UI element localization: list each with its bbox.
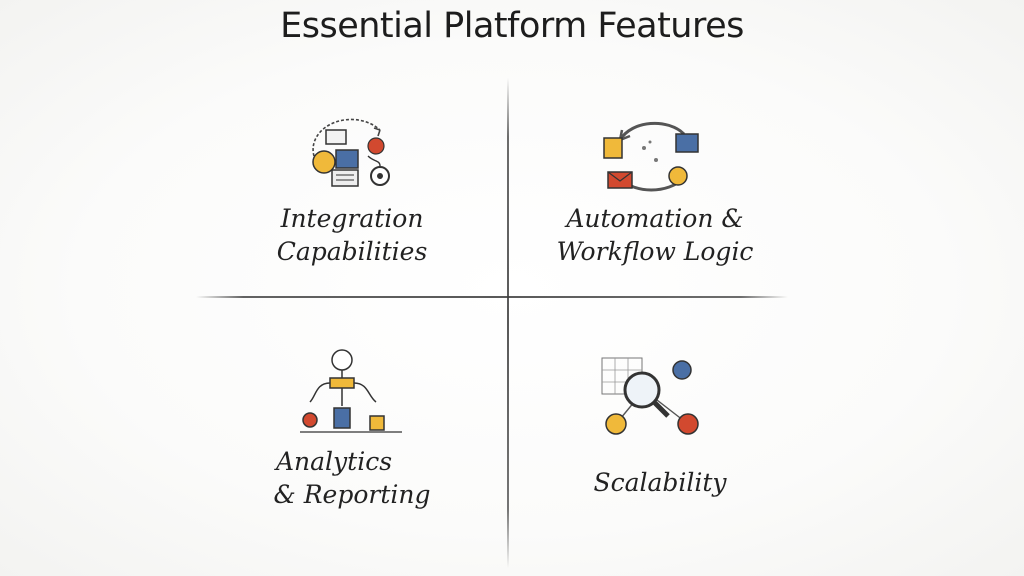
automation-cycle-icon xyxy=(603,121,699,192)
magnifier-network-icon xyxy=(601,357,699,435)
quadrant-automation-label: Automation & Workflow Logic xyxy=(550,202,760,268)
vertical-divider xyxy=(507,78,509,568)
horizontal-divider xyxy=(196,296,788,298)
integration-line2: Capabilities xyxy=(276,237,428,266)
diagram-title: Essential Platform Features xyxy=(280,6,744,46)
integration-line1: Integration xyxy=(280,204,424,233)
analytics-line1: Analytics xyxy=(275,447,393,476)
scalability-line1: Scalability xyxy=(593,468,727,497)
quadrant-scalability-label: Scalability xyxy=(560,466,760,499)
automation-line2: Workflow Logic xyxy=(556,237,754,266)
quadrant-integration-label: Integration Capabilities xyxy=(252,202,452,268)
integration-icon xyxy=(312,118,390,187)
automation-line1: Automation & xyxy=(566,204,744,233)
quadrant-analytics-label: Analytics & Reporting xyxy=(238,445,448,511)
analytics-hierarchy-icon xyxy=(300,349,402,433)
analytics-line2: & Reporting xyxy=(273,480,431,509)
